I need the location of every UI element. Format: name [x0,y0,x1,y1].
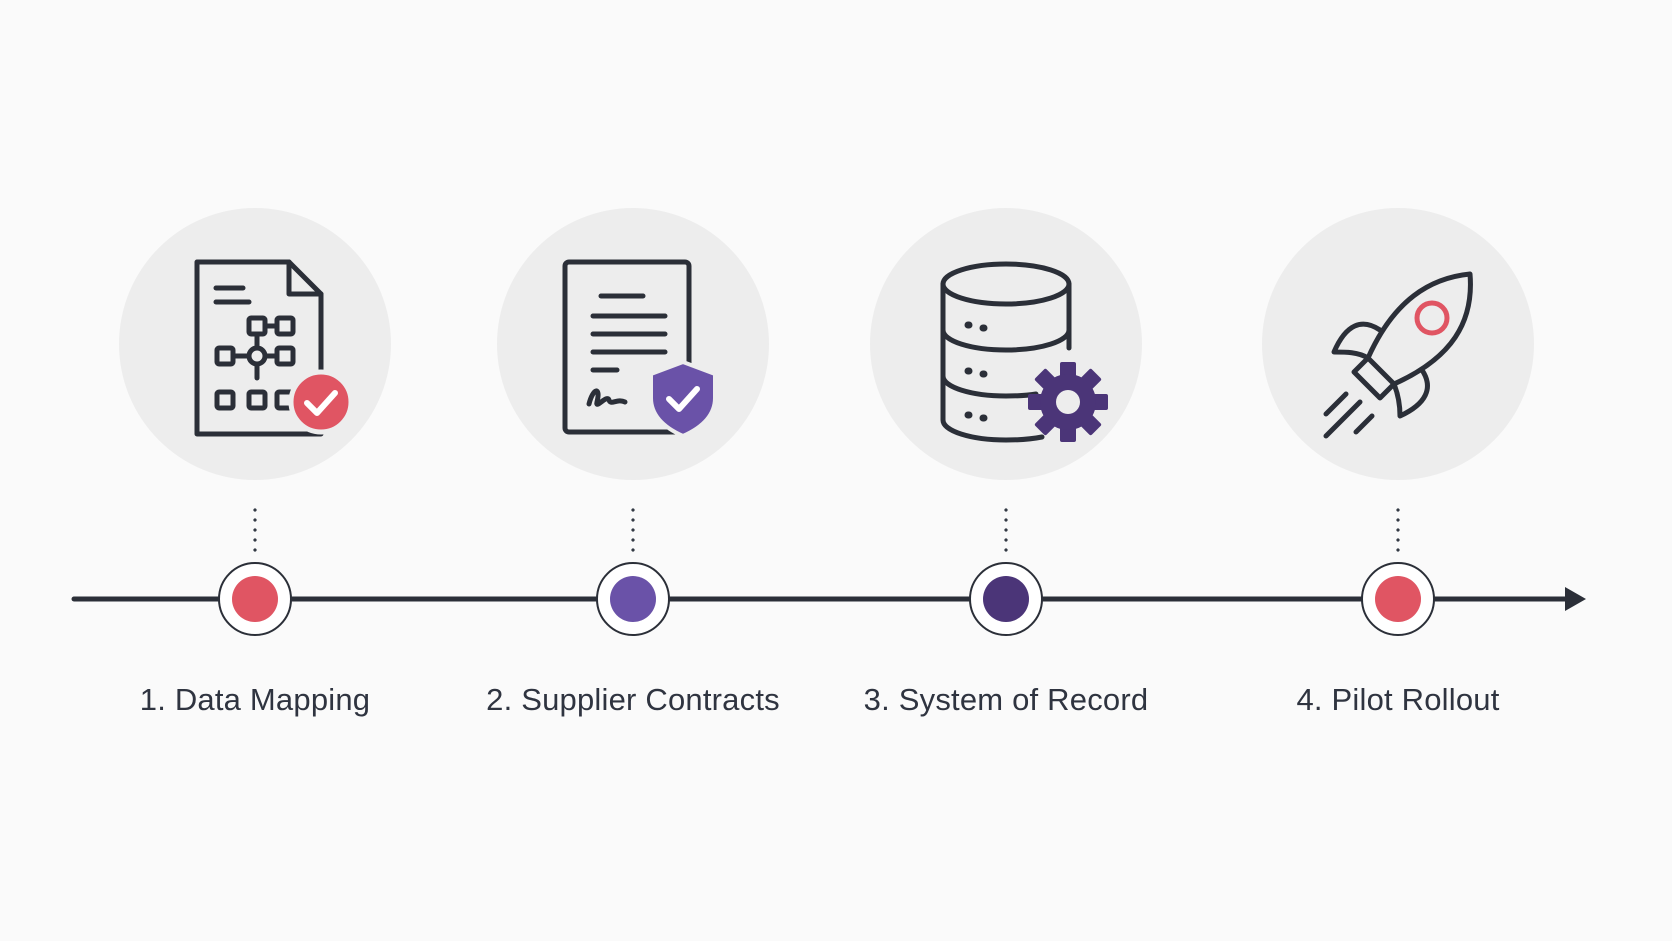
step-3-connector [1004,505,1008,555]
step-2-connector [631,505,635,555]
step-2-label: 2. Supplier Contracts [486,682,780,717]
data-map-document-check-icon [194,259,354,437]
step-1-label: 1. Data Mapping [139,682,371,717]
step-3-icon-badge [870,208,1142,480]
step-1-icon-badge [119,208,391,480]
database-gear-icon [940,261,1108,443]
timeline-arrowhead [1565,587,1586,611]
step-4-connector [1396,505,1400,555]
step-3-node-dot [983,576,1029,622]
step-2-node[interactable] [596,562,670,636]
step-2-icon-badge [497,208,769,480]
gear-icon [1028,362,1108,442]
step-3-node[interactable] [969,562,1043,636]
rocket-icon [1323,271,1473,439]
signed-contract-shield-icon [562,259,717,438]
step-4-label: 4. Pilot Rollout [1296,682,1500,717]
step-4-node-dot [1375,576,1421,622]
step-3-label: 3. System of Record [863,682,1149,717]
step-2-node-dot [610,576,656,622]
step-1-node[interactable] [218,562,292,636]
step-1-connector [253,505,257,555]
step-4-node[interactable] [1361,562,1435,636]
step-1-node-dot [232,576,278,622]
step-4-icon-badge [1262,208,1534,480]
